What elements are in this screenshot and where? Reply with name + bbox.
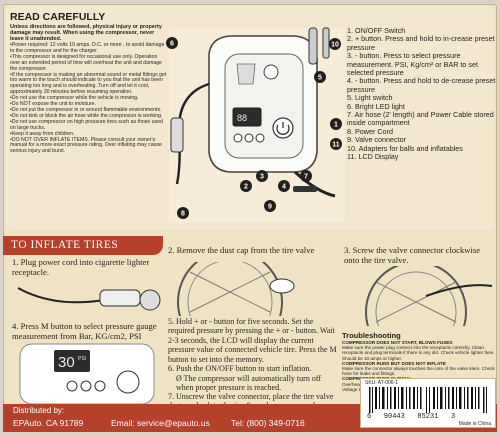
cigarette-plug-illustration: [17, 287, 161, 311]
safety-item: If the compressor is making an abnormal …: [10, 72, 168, 97]
legend-item: 9. Valve connector: [347, 135, 406, 145]
legend-item: 7. Air hose (2' length) and Power Cable …: [347, 110, 494, 128]
lcd-digits: 88: [237, 113, 247, 123]
safety-item: Do NOT expose the unit to moisture.: [10, 101, 168, 108]
safety-item: Do not kink or block the air hose while …: [10, 113, 168, 120]
barcode-digits: 6 90443 85231 3: [367, 413, 456, 421]
legend-item: 10. Adapters for balls and inflatables: [347, 143, 463, 153]
parts-legend: 1. ON/OFF Switch 2. + button. Press and …: [347, 26, 497, 162]
cigarette-plug-icon: [170, 117, 184, 153]
legend-item: 8. Power Cord: [347, 126, 393, 136]
legend-item: 4. - button. Press and hold to de-crease…: [347, 76, 496, 94]
legend-item: 1. ON/OFF Switch: [347, 26, 406, 35]
m-button-icon: [244, 133, 254, 143]
valve-connector-icon: [293, 186, 317, 192]
trouble-text: Make sure the power plug connect into th…: [342, 345, 495, 361]
adapter-icon: [322, 27, 330, 59]
legend-item: 3. - button. Press to select pressure me…: [347, 51, 479, 78]
distributor-phone: Tel: (800) 349-0716: [231, 418, 305, 428]
legend-item: 2. + button. Press and hold to in-crease…: [347, 34, 495, 52]
legend-item: 6. Bright LED light: [347, 101, 405, 111]
dust-cap-illustration: [177, 262, 295, 316]
lcd-value: 30: [58, 354, 75, 371]
safety-list: Power required: 12 volts 10 amps. D.C. o…: [10, 42, 168, 156]
led-light-icon: [236, 63, 256, 85]
step-6-note: Ø The compressor will automatically turn…: [176, 374, 322, 393]
warning-text: Unless directions are followed, physical…: [10, 24, 162, 42]
safety-item: Keep it away from children.: [10, 131, 168, 138]
compressor-diagram: 88: [169, 27, 345, 222]
trouble-text: Make sure the connector always touches t…: [342, 366, 495, 377]
adapter-icon: [308, 27, 318, 65]
step-3: 3. Screw the valve connector clockwise o…: [344, 245, 481, 265]
power-symbol-icon: [276, 122, 290, 135]
distributor-address: EPAuto. CA 91789: [13, 418, 84, 428]
legend-item: 11. LCD Display: [347, 152, 399, 162]
made-in: Made in China: [458, 421, 491, 427]
light-switch-icon: [263, 64, 279, 80]
safety-item: Power required: 12 volts 10 amps. D.C. o…: [10, 42, 168, 55]
read-carefully-title: READ CAREFULLY: [10, 12, 106, 23]
barcode-label: SKU: AT-006-1 6 90443 85231 3 Made in Ch…: [360, 378, 496, 428]
step-5: 5. Hold + or - button for five seconds. …: [168, 317, 337, 364]
step-2: 2. Remove the dust cap from the tire val…: [168, 245, 315, 255]
step-6: 6. Push the ON/OFF button to start infla…: [168, 364, 312, 373]
safety-item: This compressor is designed for occasion…: [10, 54, 168, 73]
legend-item: 5. Light switch: [347, 93, 393, 103]
lcd-display: [232, 107, 262, 127]
sku: SKU: AT-006-1: [365, 380, 398, 386]
distributed-by: Distributed by:: [13, 406, 65, 415]
safety-item: Do not put the compressor in or around f…: [10, 107, 168, 114]
step-1: 1. Plug power cord into cigarette lighte…: [12, 257, 150, 277]
lcd-unit: PSI: [78, 356, 86, 362]
step-4: 4. Press M button to select pressure gau…: [12, 321, 157, 341]
valve-connector-illustration: [365, 266, 493, 326]
safety-item: Do not use compressor on high pressure t…: [10, 119, 168, 132]
safety-item: DO NOT OVER INFLATE ITEMS. Please consul…: [10, 137, 168, 156]
read-carefully-box: READ CAREFULLY Unless directions are fol…: [10, 12, 168, 232]
distributor-email: Email: service@epauto.us: [111, 418, 210, 428]
minus-button-icon: [233, 133, 243, 143]
safety-item: Do not use the compressor while the vehi…: [10, 95, 168, 102]
trouble-heading: COMPRESSOR DOES NOT START, BLOWS FUSES: [342, 340, 453, 345]
trouble-heading: COMPRESSOR RUNS BUT DOES NOT INFLATE: [342, 360, 446, 366]
barcode-icon: [369, 387, 487, 413]
plus-button-icon: [255, 133, 265, 143]
troubleshooting-title: Troubleshooting: [342, 331, 401, 340]
section-title: TO INFLATE TIRES: [11, 239, 119, 251]
section-header: TO INFLATE TIRES: [3, 236, 163, 255]
lcd-panel-illustration: 30 PSI: [19, 343, 155, 404]
